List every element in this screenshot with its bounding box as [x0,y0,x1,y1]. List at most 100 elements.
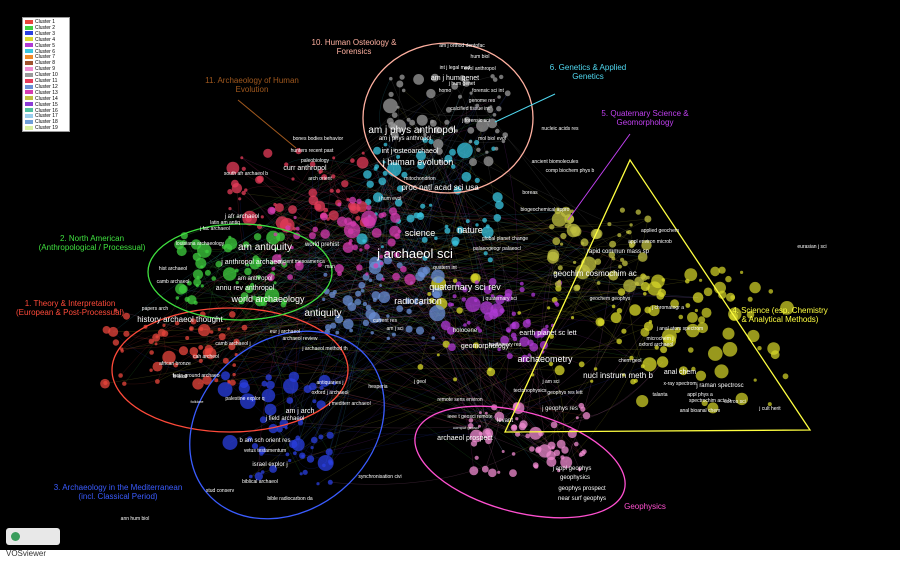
journal-node[interactable] [352,244,358,251]
journal-node[interactable] [315,203,322,210]
journal-node[interactable] [510,424,518,432]
journal-node[interactable] [481,226,494,239]
journal-node[interactable] [370,331,374,335]
journal-label[interactable]: j quaternary sci [482,296,517,302]
journal-label[interactable]: geophys prospect [558,486,606,492]
journal-node[interactable] [231,183,243,194]
journal-node[interactable] [553,271,557,275]
journal-node[interactable] [202,375,212,385]
journal-node[interactable] [287,274,293,280]
journal-node[interactable] [478,424,481,428]
journal-node[interactable] [573,284,580,292]
vosviewer-badge[interactable]: VOSviewer [6,528,60,558]
journal-node[interactable] [619,207,626,213]
journal-node[interactable] [550,421,558,429]
journal-node[interactable] [368,278,373,283]
journal-label[interactable]: geophys res lett [547,390,583,396]
journal-label[interactable]: comp biochem phys b [546,168,595,174]
journal-node[interactable] [334,314,344,324]
journal-node[interactable] [567,429,577,439]
journal-node[interactable] [331,174,336,179]
journal-label[interactable]: paleobiology [301,158,330,164]
journal-node[interactable] [396,154,401,159]
journal-node[interactable] [326,431,334,439]
journal-node[interactable] [348,241,352,245]
journal-node[interactable] [549,334,554,339]
journal-node[interactable] [484,411,488,415]
journal-node[interactable] [552,237,561,246]
journal-node[interactable] [499,74,504,80]
journal-node[interactable] [392,272,400,281]
journal-node[interactable] [495,294,505,305]
journal-label[interactable]: hunters recent past [291,148,334,154]
journal-node[interactable] [288,205,297,214]
journal-node[interactable] [189,326,194,331]
journal-node[interactable] [198,345,204,350]
journal-label[interactable]: spectrochim acta b [689,398,731,404]
journal-node[interactable] [616,338,622,345]
journal-node[interactable] [224,237,238,250]
journal-node[interactable] [485,150,489,154]
journal-node[interactable] [256,175,264,183]
journal-node[interactable] [501,450,505,453]
journal-node[interactable] [452,278,458,283]
journal-node[interactable] [448,343,456,352]
journal-node[interactable] [622,260,628,267]
journal-label[interactable]: man [325,264,335,270]
journal-label[interactable]: anal bioanal chem [680,408,721,414]
journal-node[interactable] [329,188,334,193]
journal-node[interactable] [317,455,334,471]
journal-node[interactable] [421,236,428,243]
journal-node[interactable] [316,400,326,410]
journal-node[interactable] [400,265,407,273]
journal-node[interactable] [123,312,130,320]
journal-node[interactable] [469,158,477,167]
journal-node[interactable] [200,284,204,288]
journal-node[interactable] [426,88,436,99]
journal-node[interactable] [471,274,479,282]
journal-node[interactable] [442,340,450,348]
journal-node[interactable] [509,469,517,477]
journal-node[interactable] [293,451,297,456]
journal-node[interactable] [510,332,517,339]
journal-node[interactable] [271,266,276,271]
journal-node[interactable] [469,91,473,95]
journal-label[interactable]: b aust [173,374,187,380]
journal-node[interactable] [382,160,386,164]
journal-node[interactable] [445,106,452,113]
journal-node[interactable] [396,185,404,193]
journal-node[interactable] [581,241,584,245]
journal-node[interactable] [322,297,326,302]
journal-node[interactable] [296,261,301,267]
journal-node[interactable] [337,202,342,207]
journal-node[interactable] [596,281,601,285]
journal-node[interactable] [458,94,462,99]
journal-node[interactable] [401,171,408,178]
journal-node[interactable] [428,139,434,145]
journal-label[interactable]: camb archaeol j [215,341,250,347]
journal-node[interactable] [433,126,441,134]
journal-node[interactable] [463,323,467,327]
journal-node[interactable] [611,304,616,309]
journal-node[interactable] [430,119,434,124]
journal-node[interactable] [417,364,424,370]
journal-node[interactable] [474,280,479,285]
journal-node[interactable] [372,192,384,203]
journal-node[interactable] [519,336,530,347]
journal-node[interactable] [364,244,370,250]
journal-node[interactable] [251,443,259,450]
journal-node[interactable] [211,276,216,281]
journal-node[interactable] [492,113,497,117]
journal-label[interactable]: science [405,228,436,238]
journal-label[interactable]: african bronze [159,361,191,367]
journal-node[interactable] [694,308,699,313]
journal-node[interactable] [582,412,591,420]
journal-node[interactable] [468,140,472,144]
journal-node[interactable] [282,262,286,266]
journal-node[interactable] [318,171,322,174]
journal-label[interactable]: rapid commun mass sp [587,249,650,255]
journal-label[interactable]: j raman spectrosc [695,383,743,389]
journal-node[interactable] [350,158,355,163]
journal-node[interactable] [242,210,258,226]
journal-node[interactable] [554,280,562,288]
